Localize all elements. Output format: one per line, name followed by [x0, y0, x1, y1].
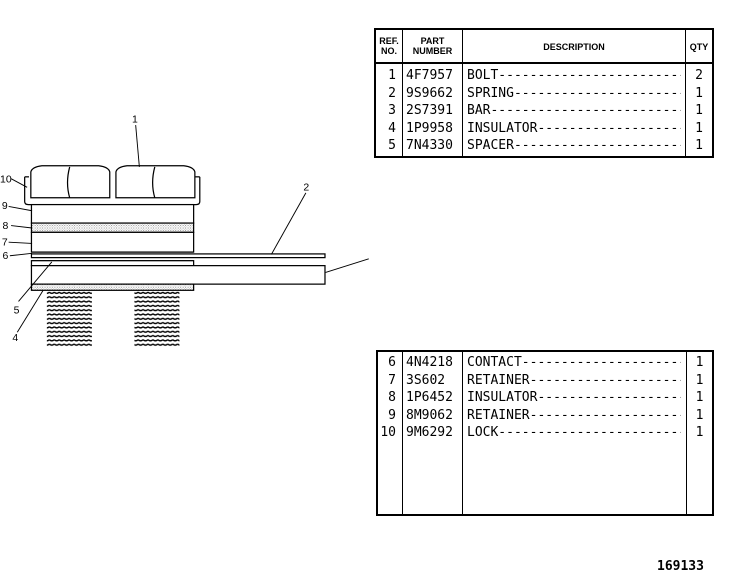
- cell-quantity: 1: [695, 85, 703, 101]
- cell-ref-no: 6: [388, 355, 396, 370]
- cell-quantity: 1: [695, 425, 704, 440]
- header-part-number: PART NUMBER: [412, 36, 453, 56]
- cell-description: LOCK------------------------------------…: [467, 425, 681, 440]
- header-qty: QTY: [689, 42, 709, 52]
- cell-quantity: 1: [695, 103, 703, 118]
- cell-part-number: 2S7391: [406, 103, 453, 118]
- cell-quantity: 1: [695, 138, 703, 153]
- cell-ref-no: 2: [388, 85, 396, 101]
- callout-2: 2: [303, 182, 309, 193]
- bolt-thread-right: [134, 290, 180, 348]
- bolt-head-left: [30, 165, 111, 199]
- cell-part-number: 7N4330: [406, 138, 453, 153]
- callout-4: 4: [12, 333, 18, 344]
- table-row: 4 1P9958 INSULATOR------------------------…: [376, 120, 712, 137]
- cell-part-number: 3S602: [406, 372, 446, 388]
- bar-part: [30, 265, 326, 285]
- table-row: 10 9M6292 LOCK----------------------------…: [378, 424, 712, 441]
- callout-8: 8: [2, 221, 8, 232]
- cell-part-number: 1P6452: [406, 390, 453, 405]
- cell-quantity: 1: [695, 372, 704, 388]
- cell-description: RETAINER--------------------------------…: [467, 372, 681, 388]
- cell-description: INSULATOR-------------------------------…: [467, 390, 681, 405]
- cell-part-number: 1P9958: [406, 120, 453, 136]
- insulator-upper: [30, 222, 195, 233]
- cell-ref-no: 8: [388, 390, 396, 405]
- callout-9: 9: [2, 201, 8, 212]
- cell-part-number: 4F7957: [406, 68, 453, 83]
- cell-part-number: 9S9662: [406, 85, 453, 101]
- cell-ref-no: 4: [388, 120, 396, 136]
- parts-table-bottom: 6 4N4218 CONTACT--------------------------…: [376, 350, 714, 516]
- cell-part-number: 8M9062: [406, 407, 453, 423]
- cell-quantity: 1: [695, 407, 704, 423]
- retainer-upper: [30, 203, 195, 224]
- cell-part-number: 9M6292: [406, 425, 453, 440]
- cell-quantity: 1: [695, 355, 704, 370]
- cell-quantity: 2: [695, 68, 703, 83]
- cell-description: SPRING----------------------------------…: [467, 85, 681, 101]
- callout-5: 5: [14, 306, 20, 317]
- callout-6: 6: [2, 251, 8, 262]
- cell-ref-no: 5: [388, 138, 396, 153]
- callout-10: 10: [0, 174, 12, 185]
- table-row: 9 8M9062 RETAINER-------------------------…: [378, 407, 712, 424]
- cell-quantity: 1: [695, 390, 704, 405]
- cell-description: CONTACT---------------------------------…: [467, 355, 681, 370]
- drawing-number: 169133: [657, 559, 704, 574]
- bolt-head-right: [115, 165, 196, 199]
- bolt-thread-left: [46, 290, 92, 348]
- insulator-lower: [30, 283, 195, 291]
- callout-7: 7: [2, 237, 8, 248]
- cell-quantity: 1: [695, 120, 703, 136]
- table-row: 3 2S7391 BAR------------------------------…: [376, 102, 712, 119]
- table-row: 5 7N4330 SPACER---------------------------…: [376, 137, 712, 154]
- header-description: DESCRIPTION: [543, 42, 605, 52]
- cell-description: SPACER----------------------------------…: [467, 138, 681, 153]
- parts-table-top: REF. NO. PART NUMBER DESCRIPTION QTY 1 4F…: [374, 28, 714, 158]
- cell-description: INSULATOR-------------------------------…: [467, 120, 681, 136]
- table-row: 1 4F7957 BOLT-----------------------------…: [376, 67, 712, 84]
- table-row: 2 9S9662 SPRING---------------------------…: [376, 85, 712, 102]
- retainer-lower: [30, 231, 195, 253]
- spring-part: [30, 253, 326, 259]
- cell-ref-no: 9: [388, 407, 396, 423]
- callout-1: 1: [132, 115, 138, 126]
- table-row: 7 3S602 RETAINER--------------------------…: [378, 372, 712, 389]
- cell-ref-no: 7: [388, 372, 396, 388]
- cell-part-number: 4N4218: [406, 355, 453, 370]
- cell-description: BAR-------------------------------------…: [467, 103, 681, 118]
- cell-ref-no: 10: [380, 425, 396, 440]
- cell-description: RETAINER--------------------------------…: [467, 407, 681, 423]
- spacer-part: [30, 260, 195, 267]
- table-row: 8 1P6452 INSULATOR------------------------…: [378, 389, 712, 406]
- table-row: 6 4N4218 CONTACT--------------------------…: [378, 354, 712, 371]
- assembly-drawing: 1 2 3 4 5 6 7 8 9 10: [0, 115, 369, 348]
- cell-description: BOLT------------------------------------…: [467, 68, 681, 83]
- header-ref-no: REF. NO.: [379, 36, 399, 56]
- cell-ref-no: 1: [388, 68, 396, 83]
- cell-ref-no: 3: [388, 103, 396, 118]
